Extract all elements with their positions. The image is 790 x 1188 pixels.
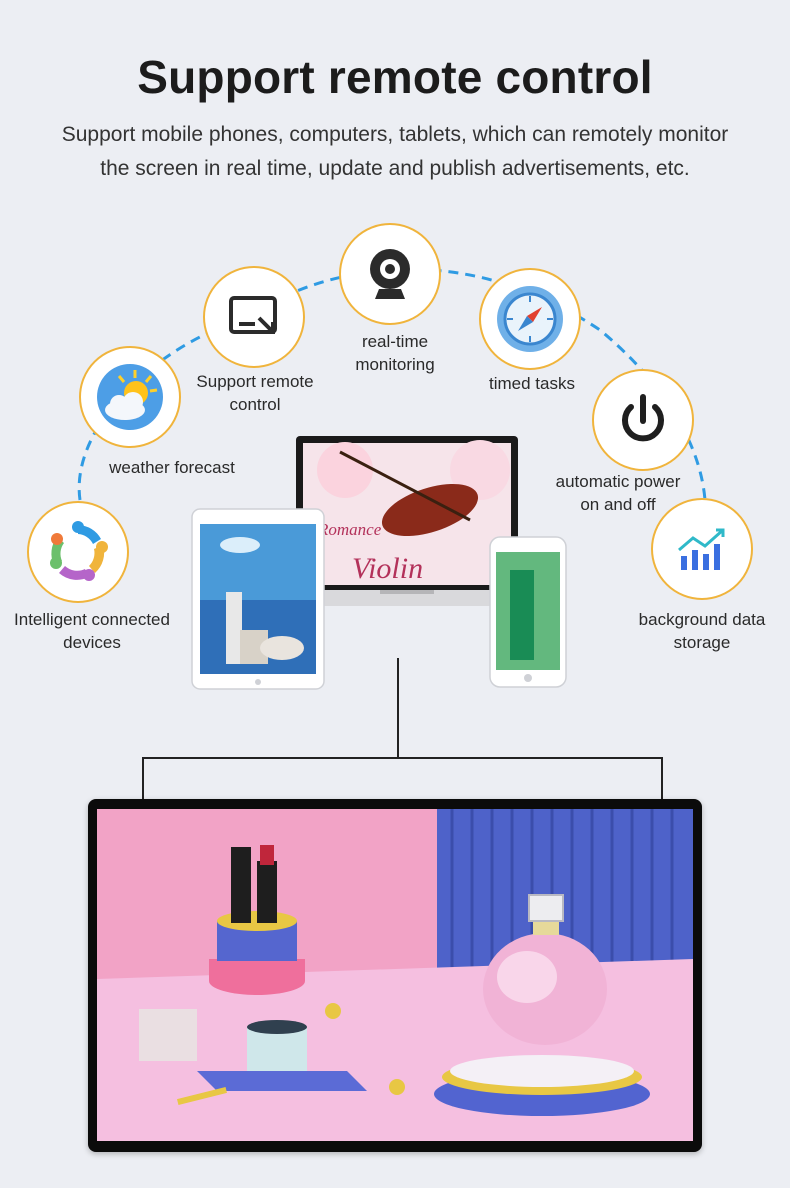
display-panel xyxy=(88,799,702,1152)
connector-left xyxy=(142,757,144,799)
feature-connected-devices xyxy=(27,501,129,603)
connector-right xyxy=(661,757,663,799)
connector-vertical xyxy=(397,658,399,758)
feature-label-power: automatic power on and off xyxy=(540,470,696,516)
compass-icon xyxy=(497,286,563,352)
feature-label-connected-devices: Intelligent connected devices xyxy=(0,608,184,654)
label-line: real-time xyxy=(361,332,429,351)
label-line: weather forecast xyxy=(109,458,235,477)
webcam-icon xyxy=(370,249,410,299)
label-line: control xyxy=(229,395,281,414)
label-line: monitoring xyxy=(355,355,435,374)
connector-horizontal xyxy=(142,757,663,759)
label-line: automatic power xyxy=(555,472,681,491)
label-line: storage xyxy=(673,633,731,652)
remote-screen-icon xyxy=(229,296,277,334)
subtitle-line-2: the screen in real time, update and publ… xyxy=(100,157,690,180)
subtitle-line-1: Support mobile phones, computers, tablet… xyxy=(61,123,729,146)
chart-growth-icon xyxy=(678,528,725,570)
feature-label-data-storage: background data storage xyxy=(624,608,780,654)
label-line: background data xyxy=(638,610,766,629)
feature-monitoring xyxy=(339,223,441,325)
feature-label-weather: weather forecast xyxy=(96,456,248,479)
display-screen xyxy=(97,809,693,1141)
feature-weather xyxy=(79,346,181,448)
connected-devices-icon xyxy=(50,521,108,581)
label-line: timed tasks xyxy=(489,374,575,393)
label-line: Support remote xyxy=(196,372,314,391)
feature-data-storage xyxy=(651,498,753,600)
page-subtitle: Support mobile phones, computers, tablet… xyxy=(20,118,770,186)
label-line: on and off xyxy=(580,495,656,514)
weather-icon xyxy=(97,364,163,430)
feature-label-remote-control: Support remote control xyxy=(180,370,330,416)
cosmetics-scene-image xyxy=(97,809,693,1141)
feature-label-monitoring: real-time monitoring xyxy=(330,330,460,376)
label-line: devices xyxy=(63,633,121,652)
power-icon xyxy=(622,394,664,442)
page-title: Support remote control xyxy=(137,51,653,103)
feature-timed-tasks xyxy=(479,268,581,370)
feature-power xyxy=(592,369,694,471)
label-line: Intelligent connected xyxy=(14,610,170,629)
feature-label-timed-tasks: timed tasks xyxy=(470,372,594,395)
feature-remote-control xyxy=(203,266,305,368)
